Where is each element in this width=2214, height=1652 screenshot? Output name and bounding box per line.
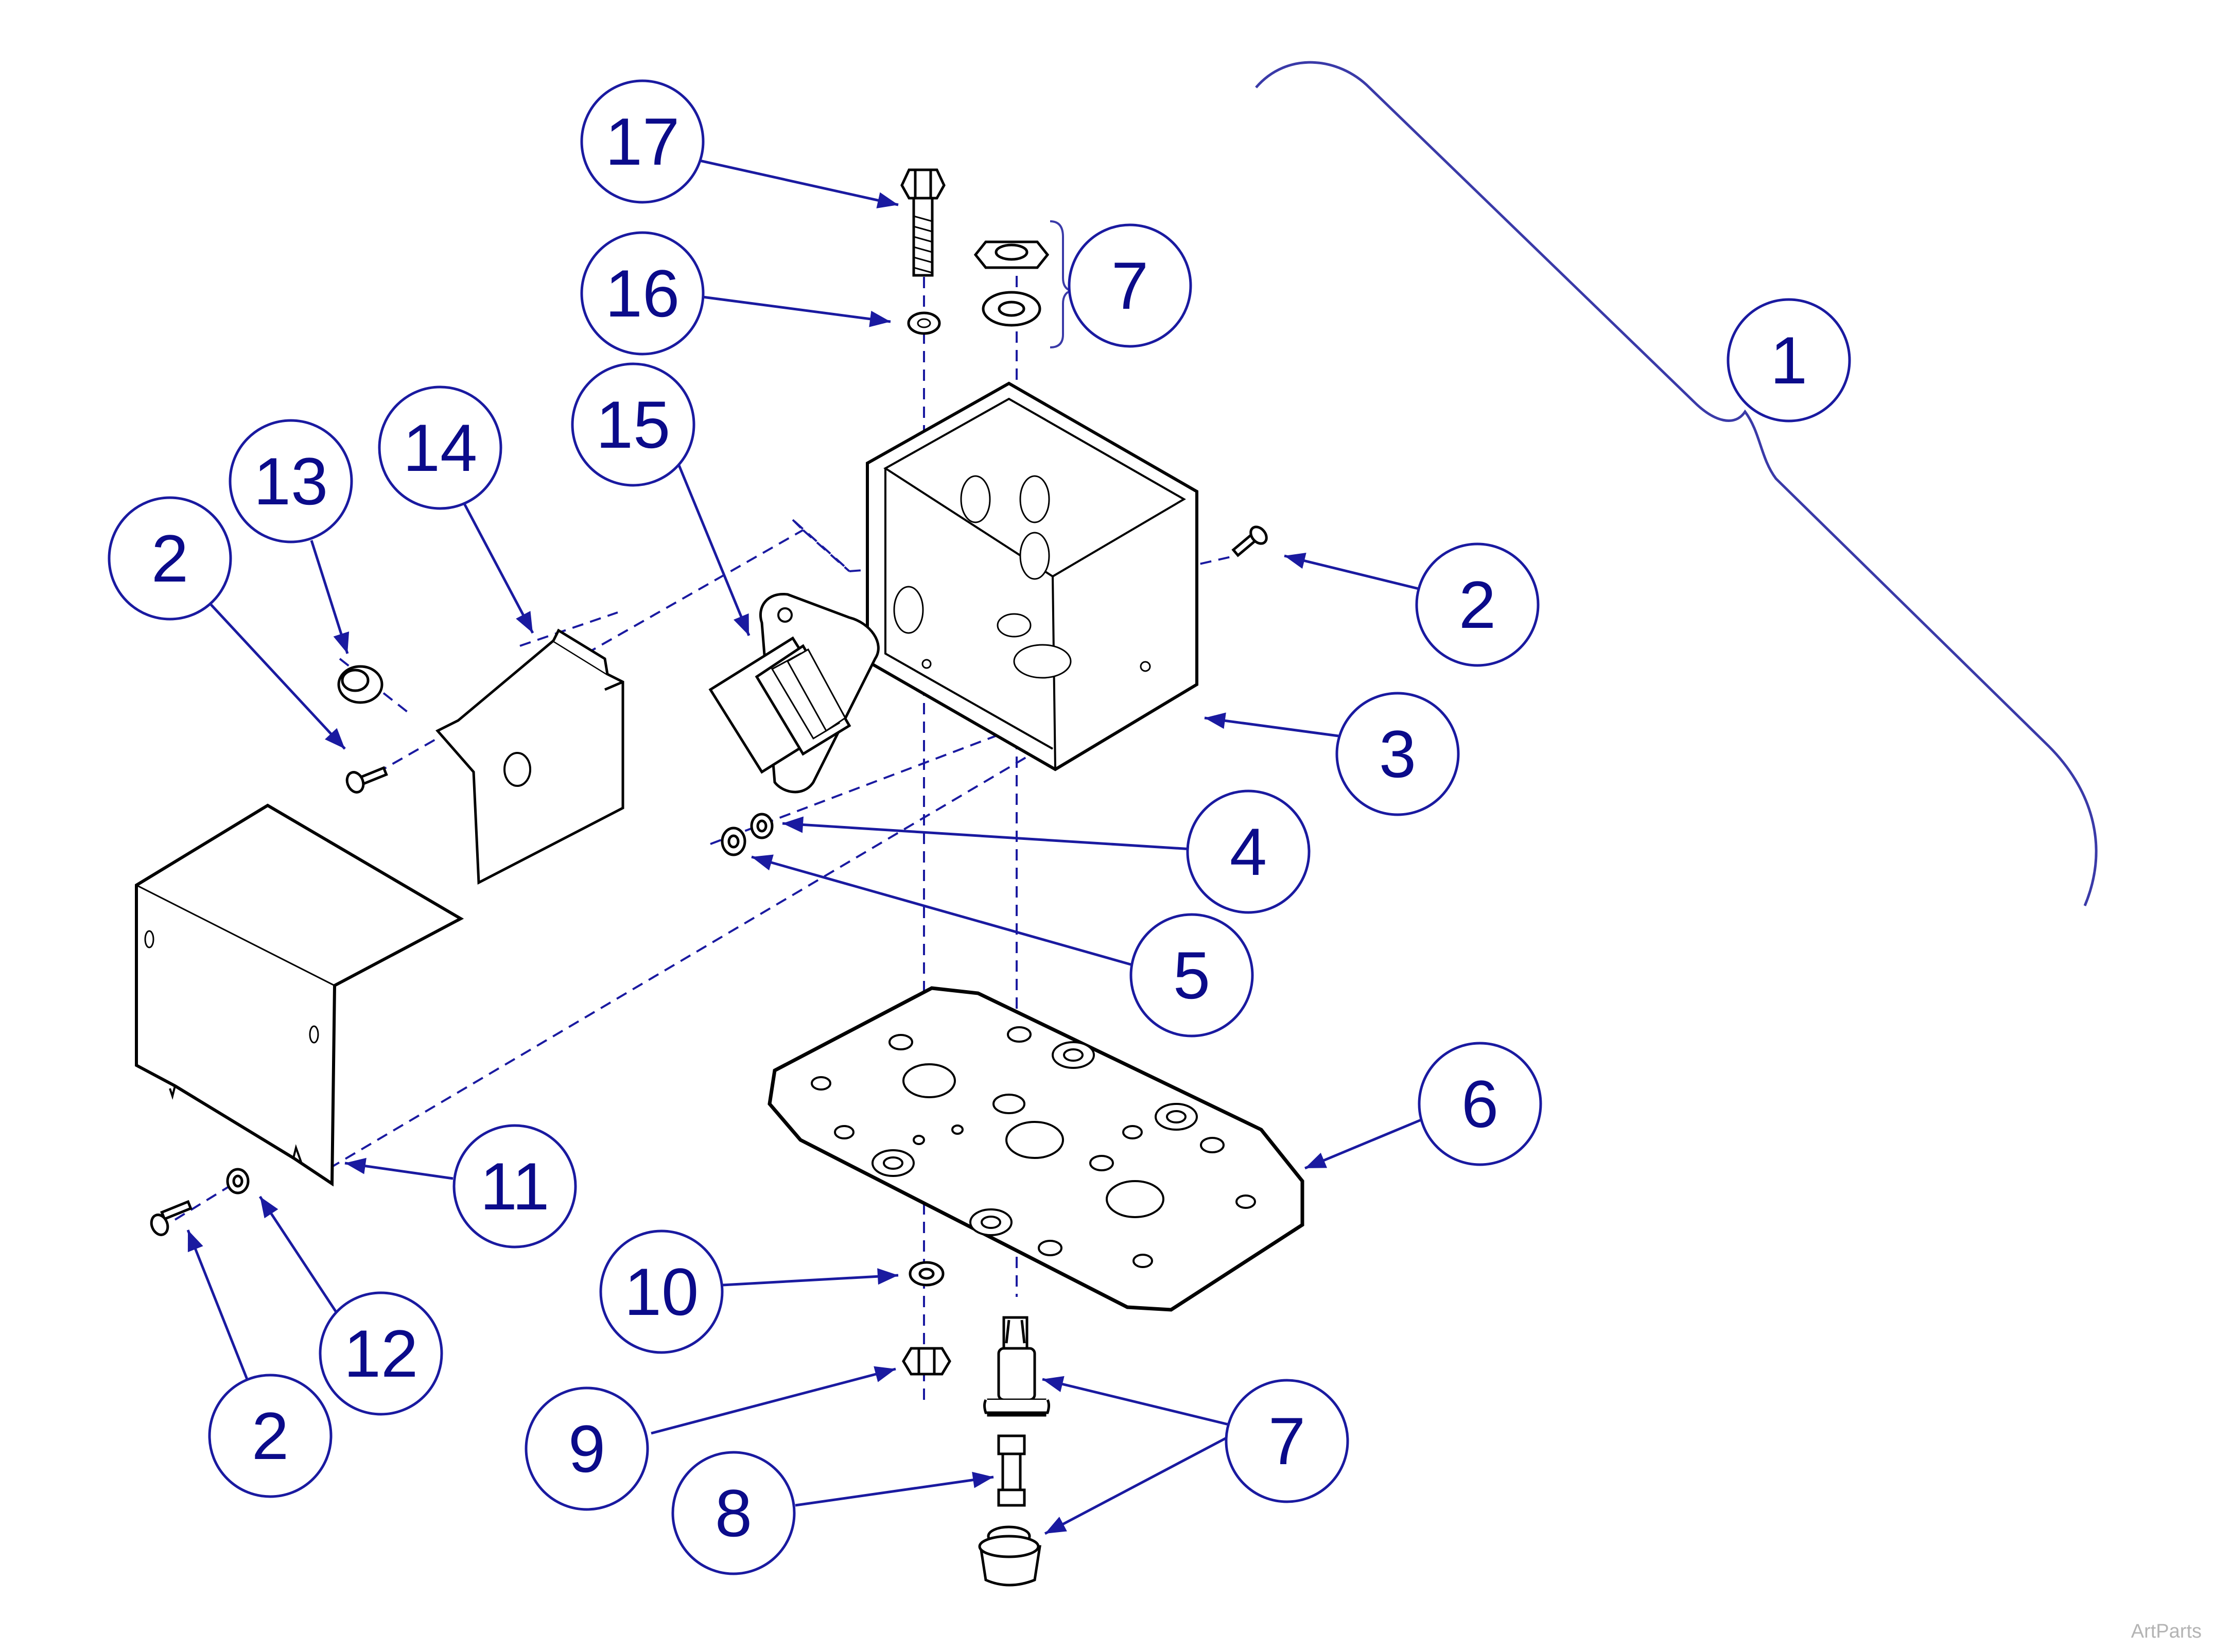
nut-and-washer-7 bbox=[973, 240, 1050, 327]
callout-2-bottom: 2 bbox=[208, 1374, 333, 1498]
nut-9 bbox=[902, 1347, 951, 1376]
callout-7-top: 7 bbox=[1068, 223, 1192, 348]
svg-text:13: 13 bbox=[254, 444, 328, 519]
svg-text:7: 7 bbox=[1268, 1403, 1305, 1479]
svg-text:15: 15 bbox=[596, 387, 671, 462]
callout-6: 6 bbox=[1418, 1042, 1542, 1166]
callout-3: 3 bbox=[1335, 692, 1460, 816]
svg-text:8: 8 bbox=[715, 1475, 752, 1551]
svg-text:4: 4 bbox=[1230, 814, 1267, 889]
watermark: ArtParts bbox=[2131, 1621, 2202, 1642]
callout-2-left: 2 bbox=[108, 496, 232, 621]
svg-text:17: 17 bbox=[605, 104, 680, 179]
screw-right bbox=[1231, 525, 1268, 557]
base-plate-holes bbox=[811, 1026, 1256, 1268]
svg-text:2: 2 bbox=[151, 521, 188, 596]
callout-17: 17 bbox=[580, 79, 705, 204]
callout-1: 1 bbox=[1727, 298, 1851, 423]
hex-bolt bbox=[900, 168, 946, 277]
svg-text:16: 16 bbox=[605, 256, 680, 331]
callout-11: 11 bbox=[452, 1124, 577, 1249]
callout-9: 9 bbox=[525, 1386, 649, 1511]
svg-text:1: 1 bbox=[1770, 323, 1807, 398]
washer-10 bbox=[909, 1261, 945, 1287]
callout-10: 10 bbox=[599, 1229, 724, 1354]
svg-text:14: 14 bbox=[403, 410, 478, 485]
svg-text:12: 12 bbox=[344, 1316, 419, 1391]
callout-13: 13 bbox=[229, 419, 353, 543]
svg-text:6: 6 bbox=[1461, 1066, 1498, 1141]
callout-12: 12 bbox=[319, 1291, 443, 1416]
callout-16: 16 bbox=[580, 231, 705, 356]
fuse bbox=[997, 1434, 1026, 1507]
fuse-holder bbox=[983, 1316, 1050, 1417]
screw-bottom-left bbox=[150, 1200, 193, 1236]
callout-4: 4 bbox=[1186, 789, 1311, 914]
callout-7-bottom: 7 bbox=[1225, 1379, 1349, 1503]
svg-text:7: 7 bbox=[1111, 248, 1148, 323]
fuse-cap bbox=[978, 1525, 1041, 1587]
svg-text:5: 5 bbox=[1173, 938, 1210, 1013]
svg-text:11: 11 bbox=[480, 1149, 550, 1224]
callout-15: 15 bbox=[571, 362, 695, 487]
callouts: 17 16 7 1 15 14 13 2 bbox=[108, 79, 1851, 1575]
washer-12 bbox=[226, 1168, 250, 1194]
bushing bbox=[337, 665, 383, 704]
callout-2-right: 2 bbox=[1415, 542, 1540, 667]
mounting-bracket bbox=[435, 628, 624, 885]
group-bracket-7 bbox=[1050, 220, 1074, 348]
assembly-bracket bbox=[1255, 61, 2098, 906]
cover-plate bbox=[135, 803, 464, 1187]
svg-text:2: 2 bbox=[252, 1398, 289, 1473]
svg-text:9: 9 bbox=[568, 1411, 605, 1486]
electrical-box bbox=[866, 381, 1198, 771]
callout-8: 8 bbox=[671, 1451, 796, 1575]
rocker-switch bbox=[708, 592, 880, 794]
washer-nut-4-5 bbox=[721, 813, 774, 856]
callout-14: 14 bbox=[378, 385, 502, 510]
svg-text:3: 3 bbox=[1379, 716, 1416, 792]
svg-text:10: 10 bbox=[624, 1254, 699, 1329]
screw-left bbox=[345, 766, 388, 794]
leader-lines bbox=[186, 158, 1429, 1535]
callout-5: 5 bbox=[1129, 913, 1254, 1038]
svg-text:2: 2 bbox=[1459, 567, 1496, 642]
